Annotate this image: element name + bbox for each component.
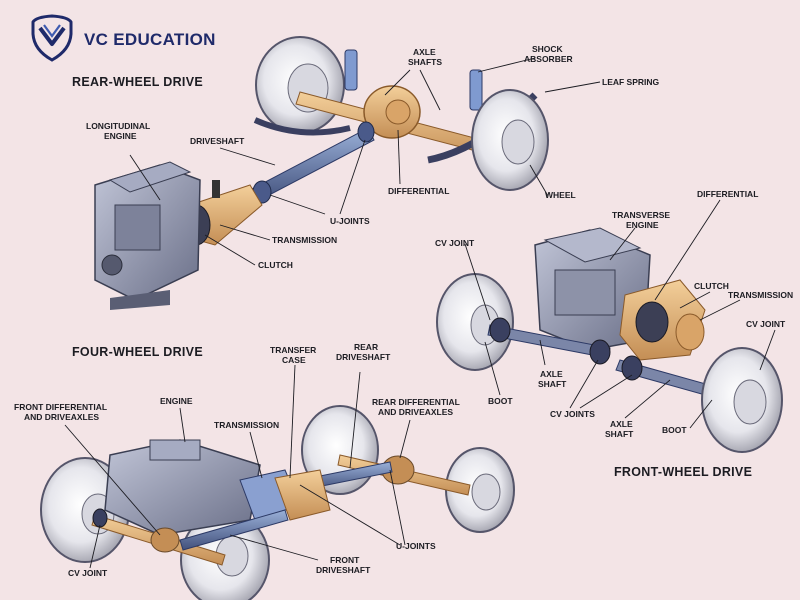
label-rear-driveshaft-1: REAR [354,342,378,352]
label-4wd-engine: ENGINE [160,396,193,406]
label-front-differential-1: FRONT DIFFERENTIAL [14,402,107,412]
label-wheel: WHEEL [545,190,576,200]
label-axle-shaft-left-2: SHAFT [538,379,567,389]
leader-lines [64,57,776,569]
label-cv-joint-right: CV JOINT [746,319,786,329]
label-transverse-engine-1: TRANSVERSE [612,210,670,220]
rear-wheel-drive-title: REAR-WHEEL DRIVE [72,75,203,89]
label-4wd-u-joints: U-JOINTS [396,541,436,551]
label-u-joints: U-JOINTS [330,216,370,226]
leaf-spring-left [253,117,351,136]
rear-wheel-drive-illustration [94,36,549,310]
label-front-transmission: TRANSMISSION [728,290,793,300]
label-boot-left: BOOT [488,396,513,406]
label-front-clutch: CLUTCH [694,281,729,291]
label-front-differential-2: AND DRIVEAXLES [24,412,99,422]
4wd-transfer-case [274,469,331,521]
label-longitudinal-engine-2: ENGINE [104,131,137,141]
label-4wd-cv-joint: CV JOINT [68,568,108,578]
label-axle-shafts-1: AXLE [413,47,436,57]
label-4wd-transmission: TRANSMISSION [214,420,279,430]
label-longitudinal-engine-1: LONGITUDINAL [86,121,150,131]
label-leaf-spring: LEAF SPRING [602,77,660,87]
label-clutch: CLUTCH [258,260,293,270]
label-boot-right: BOOT [662,425,687,435]
rear-labels: AXLE SHAFTS SHOCK ABSORBER LEAF SPRING L… [86,44,660,270]
label-axle-shaft-right-2: SHAFT [605,429,634,439]
label-differential: DIFFERENTIAL [388,186,449,196]
label-shock-absorber-2: ABSORBER [524,54,573,64]
label-front-driveshaft-1: FRONT [330,555,360,565]
label-rear-differential-1: REAR DIFFERENTIAL [372,397,460,407]
label-front-driveshaft-2: DRIVESHAFT [316,565,371,575]
label-driveshaft: DRIVESHAFT [190,136,245,146]
four-labels: TRANSFER CASE REAR DRIVESHAFT FRONT DIFF… [14,342,460,578]
four-wheel-drive-illustration [40,405,515,600]
label-rear-driveshaft-2: DRIVESHAFT [336,352,391,362]
shock-absorber-right [469,69,483,111]
label-transmission: TRANSMISSION [272,235,337,245]
four-wheel-drive-title: FOUR-WHEEL DRIVE [72,345,203,359]
4wd-front-differential [150,527,180,553]
label-rear-differential-2: AND DRIVEAXLES [378,407,453,417]
label-transfer-case-1: TRANSFER [270,345,316,355]
4wd-front-driveshaft [179,509,289,551]
label-transfer-case-2: CASE [282,355,306,365]
label-transverse-engine-2: ENGINE [626,220,659,230]
front-wheel-drive-title: FRONT-WHEEL DRIVE [614,465,752,479]
label-axle-shaft-left-1: AXLE [540,369,563,379]
label-axle-shaft-right-1: AXLE [610,419,633,429]
shield-icon [31,14,73,62]
shock-absorber-left [344,49,358,91]
brand-logo: VC EDUCATION [31,14,216,62]
label-cv-joint-left: CV JOINT [435,238,475,248]
front-labels: DIFFERENTIAL TRANSVERSE ENGINE CV JOINT … [435,189,793,439]
label-shock-absorber-1: SHOCK [532,44,564,54]
front-clutch [635,301,669,343]
brand-name: VC EDUCATION [84,30,216,49]
label-front-differential: DIFFERENTIAL [697,189,758,199]
label-cv-joints: CV JOINTS [550,409,595,419]
label-axle-shafts-2: SHAFTS [408,57,442,67]
front-wheel-drive-illustration [436,227,783,453]
